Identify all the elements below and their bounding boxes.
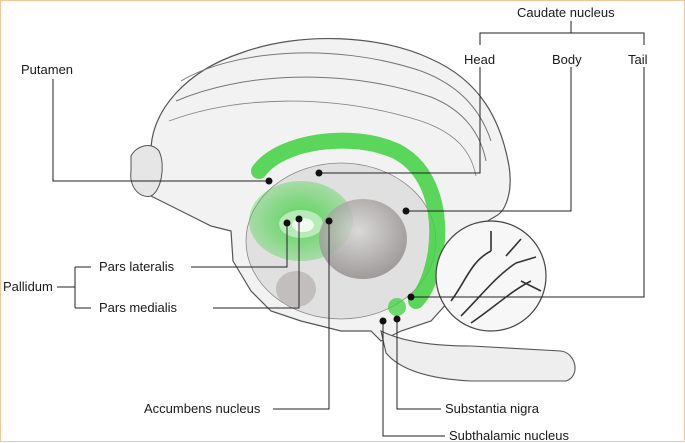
dot-body — [402, 207, 410, 215]
label-pars-lateralis: Pars lateralis — [99, 259, 175, 274]
label-subthalamic-nucleus: Subthalamic nucleus — [449, 428, 569, 443]
label-body: Body — [552, 52, 582, 67]
thalamus — [319, 199, 407, 279]
substantia-nigra-region — [388, 298, 406, 316]
leader-putamen — [52, 79, 269, 182]
dot-pars-medialis — [295, 215, 303, 223]
caudate-arc — [251, 132, 446, 309]
label-pallidum: Pallidum — [3, 279, 53, 294]
label-putamen: Putamen — [21, 62, 74, 77]
brainstem — [380, 329, 576, 382]
cerebellum-folia — [450, 231, 542, 324]
label-tail: Tail — [628, 52, 648, 67]
leader-accumbens — [273, 221, 330, 410]
dot-tail — [407, 293, 415, 301]
gyrus-fold-2 — [175, 76, 487, 162]
leader-pars-lateralis — [191, 223, 288, 268]
leader-pars-medialis — [213, 219, 300, 309]
label-head: Head — [464, 52, 496, 67]
olfactory-bulb — [130, 145, 163, 197]
pallidum-medial-region — [292, 218, 314, 232]
dot-accumbens — [325, 217, 333, 225]
gyrus-fold-1 — [180, 52, 492, 142]
dot-pars-lateralis — [283, 219, 291, 227]
leader-substantia-nigra — [396, 319, 441, 410]
label-caudate-nucleus: Caudate nucleus — [517, 5, 615, 20]
label-dots — [265, 169, 415, 325]
label-pars-medialis: Pars medialis — [99, 300, 178, 315]
leader-caudate-bracket — [479, 32, 645, 45]
cerebellum — [435, 220, 547, 332]
leader-head — [319, 67, 481, 174]
leader-tail — [411, 67, 645, 298]
leader-pallidum-bracket — [57, 266, 91, 309]
label-substantia-nigra: Substantia nigra — [445, 401, 539, 416]
leader-body — [406, 67, 572, 212]
gyrus-fold-3 — [168, 100, 477, 177]
label-accumbens-nucleus: Accumbens nucleus — [144, 401, 261, 416]
dot-substantia-nigra — [393, 315, 401, 323]
leader-lines — [52, 21, 645, 437]
dot-subthalamic — [379, 317, 387, 325]
dot-head — [315, 169, 323, 177]
accumbens-grey — [276, 271, 316, 307]
dot-putamen — [265, 177, 273, 185]
leader-subthalamic — [382, 321, 445, 437]
